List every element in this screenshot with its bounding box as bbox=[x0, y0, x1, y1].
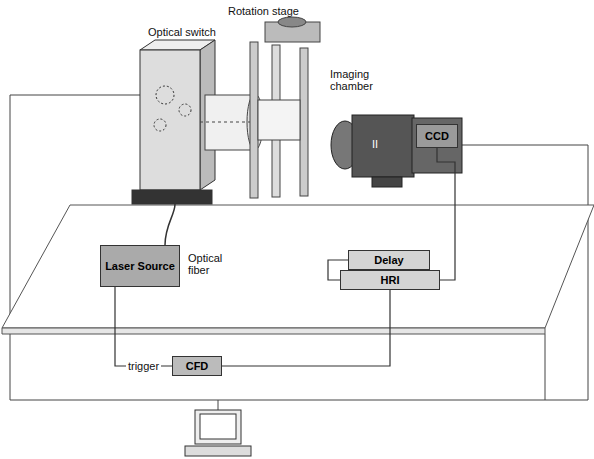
computer-part bbox=[185, 446, 251, 456]
optical-switch-part bbox=[179, 104, 191, 116]
ccd-box: CCD bbox=[416, 124, 458, 148]
camera-part bbox=[412, 118, 462, 173]
part-label: Rotation stage bbox=[228, 5, 299, 17]
imaging-chamber bbox=[250, 17, 320, 198]
device-name: Delay bbox=[374, 254, 403, 266]
part-label: Imaging chamber bbox=[330, 68, 384, 92]
device-name: CFD bbox=[186, 360, 209, 372]
part-label: Optical switch bbox=[148, 26, 216, 38]
optical-switch-part bbox=[154, 119, 166, 131]
cable-part bbox=[10, 400, 588, 401]
imaging-chamber-part bbox=[300, 48, 308, 196]
device-name: HRI bbox=[381, 274, 400, 286]
cable-part bbox=[545, 334, 546, 400]
device-name: CCD bbox=[425, 130, 449, 142]
computer bbox=[185, 410, 251, 456]
optical-table bbox=[2, 205, 594, 334]
signal-cable bbox=[222, 290, 390, 366]
optical-table-part bbox=[2, 205, 594, 328]
optical-switch-part bbox=[132, 190, 212, 204]
optical-table-part bbox=[2, 328, 545, 334]
camera-part bbox=[352, 115, 414, 177]
camera bbox=[331, 115, 462, 187]
computer-part bbox=[200, 414, 236, 439]
optical-switch-part bbox=[140, 50, 200, 190]
cfd-box: CFD bbox=[172, 356, 222, 376]
part-label: Optical fiber bbox=[188, 252, 236, 276]
signal-cable bbox=[115, 287, 172, 366]
optical-fiber-part bbox=[165, 204, 175, 245]
optical-switch-part bbox=[156, 86, 174, 104]
delay-box: Delay bbox=[348, 250, 430, 270]
imaging-chamber-part bbox=[278, 17, 306, 27]
imaging-chamber-part bbox=[258, 100, 300, 140]
part-label: II bbox=[372, 138, 378, 150]
signal-cable bbox=[437, 148, 455, 280]
camera-part bbox=[372, 177, 402, 187]
computer-part bbox=[195, 410, 241, 444]
hri-box: HRI bbox=[340, 270, 440, 290]
device-name: Laser Source bbox=[105, 260, 175, 272]
optical-fiber bbox=[165, 204, 175, 245]
cable-part bbox=[218, 400, 219, 410]
edge-label: trigger bbox=[126, 360, 161, 372]
laser-source-box: Laser Source bbox=[100, 245, 180, 287]
imaging-chamber-part bbox=[250, 42, 258, 198]
